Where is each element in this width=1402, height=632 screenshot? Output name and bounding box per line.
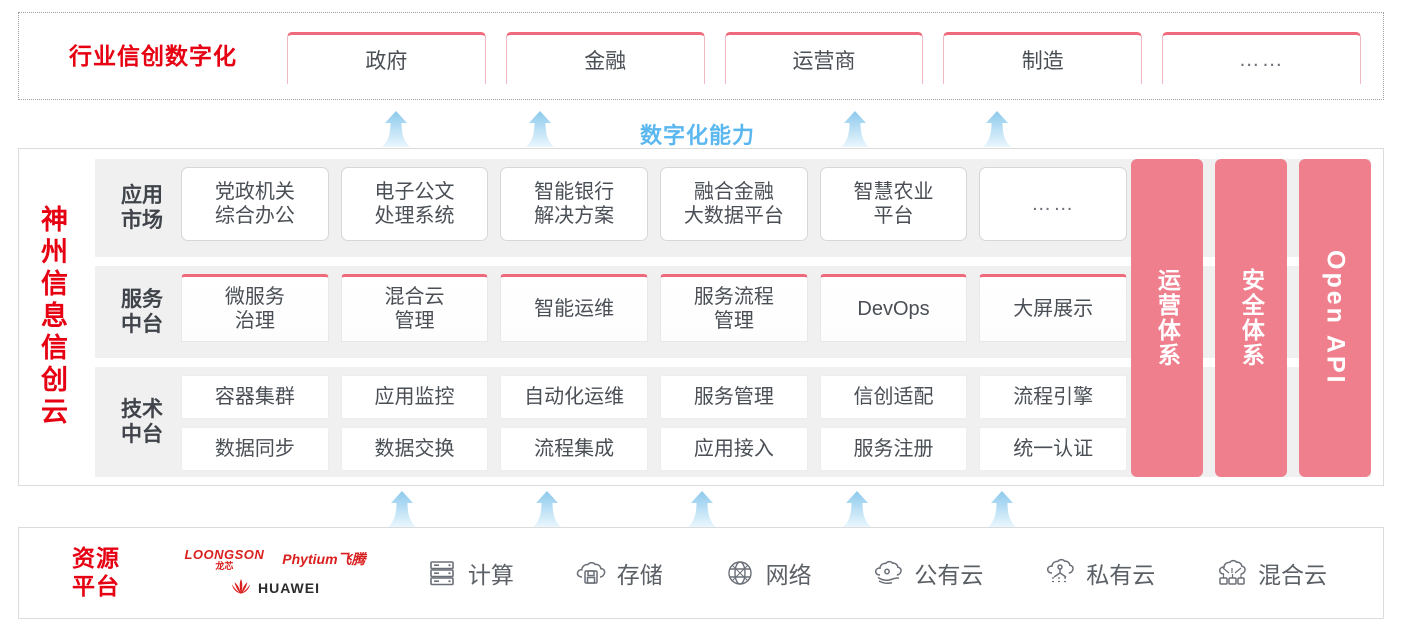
layer-label-service-platform: 服务 中台 [121, 287, 163, 336]
resource-platform-band: 资源 平台 LOONGSON 龙芯 Phytium飞腾 [18, 527, 1384, 619]
phytium-logo: Phytium飞腾 [282, 551, 366, 567]
cloud-platform-band: 神 州 信 息 信 创 云 应用 市场 党政机 [18, 148, 1384, 486]
resource-item-public-cloud[interactable]: 公有云 [871, 556, 983, 590]
cloud-title-char: 云 [41, 396, 69, 427]
cloud-title-char: 信 [41, 332, 69, 363]
capability-label: 数字化能力 [640, 123, 756, 148]
tech-cell-container-cluster[interactable]: 容器集群 [181, 375, 329, 419]
up-arrow-icon [530, 490, 564, 528]
industry-band: 行业信创数字化 政府 金融 运营商 制造 …… [18, 12, 1384, 100]
pillar-group: 运营体系 安全体系 Open API [1131, 159, 1371, 477]
resource-item-hybrid-cloud[interactable]: 混合云 [1215, 556, 1327, 590]
network-globe-icon [723, 556, 757, 590]
private-cloud-icon [1043, 556, 1077, 590]
srv-cell-service-process-management[interactable]: 服务流程 管理 [660, 274, 808, 342]
cloud-platform-title: 神 州 信 息 信 创 云 [19, 149, 91, 485]
pillar-label: 运营体系 [1154, 268, 1181, 368]
cloud-title-char: 创 [41, 364, 69, 395]
resource-item-label: 公有云 [914, 562, 984, 588]
resource-item-storage[interactable]: 存储 [574, 556, 663, 590]
pillar-label: 安全体系 [1238, 268, 1265, 368]
up-arrow-icon [523, 110, 557, 148]
tech-cell-process-integration[interactable]: 流程集成 [500, 427, 649, 471]
app-cell-smart-bank[interactable]: 智能银行 解决方案 [500, 167, 649, 241]
resource-item-label: 存储 [616, 562, 663, 588]
industry-band-title: 行业信创数字化 [69, 42, 237, 69]
cloud-title-char: 神 [41, 205, 69, 236]
tech-cell-app-access[interactable]: 应用接入 [660, 427, 808, 471]
app-cell-edoc-system[interactable]: 电子公文 处理系统 [340, 167, 489, 241]
resource-item-label: 混合云 [1258, 562, 1328, 588]
cloud-title-char: 州 [41, 237, 69, 268]
tech-cell-data-sync[interactable]: 数据同步 [181, 427, 329, 471]
tech-cell-process-engine[interactable]: 流程引擎 [979, 375, 1128, 419]
up-arrow-icon [685, 490, 719, 528]
tech-cell-service-management[interactable]: 服务管理 [660, 375, 808, 419]
up-arrow-icon [840, 490, 874, 528]
resource-item-network[interactable]: 网络 [723, 556, 812, 590]
srv-cell-microservice-governance[interactable]: 微服务 治理 [181, 274, 329, 342]
industry-card-list: 政府 金融 运营商 制造 …… [287, 13, 1383, 99]
huawei-wordmark: HUAWEI [258, 580, 320, 596]
app-cell-smart-agriculture[interactable]: 智慧农业 平台 [819, 167, 968, 241]
industry-card-government[interactable]: 政府 [287, 32, 486, 84]
vendor-logo-group: LOONGSON 龙芯 Phytium飞腾 HUAWEI [155, 548, 395, 599]
pillar-open-api[interactable]: Open API [1299, 159, 1371, 477]
technical-platform-rows: 容器集群 应用监控 自动化运维 服务管理 信创适配 流程引擎 数据同步 数据交换… [181, 375, 1363, 471]
tech-cell-app-monitoring[interactable]: 应用监控 [340, 375, 489, 419]
app-cell-finance-bigdata[interactable]: 融合金融 大数据平台 [660, 167, 808, 241]
pillar-security-system[interactable]: 安全体系 [1215, 159, 1287, 477]
cloud-platform-body: 应用 市场 党政机关 综合办公 电子公文 处理系统 智能银行 解决方案 [91, 149, 1383, 485]
up-arrow-icon [385, 490, 419, 528]
industry-card-finance[interactable]: 金融 [505, 32, 705, 84]
server-icon [425, 556, 459, 590]
srv-cell-hybrid-cloud-management[interactable]: 混合云 管理 [340, 274, 489, 342]
up-arrow-icon [838, 110, 872, 148]
resource-platform-title: 资源 平台 [72, 545, 120, 599]
tech-cell-service-registry[interactable]: 服务注册 [819, 427, 968, 471]
pillar-operations-system[interactable]: 运营体系 [1131, 159, 1203, 477]
technical-row-2: 数据同步 数据交换 流程集成 应用接入 服务注册 统一认证 [181, 427, 1128, 471]
layer-label-technical-platform: 技术 中台 [121, 397, 163, 446]
up-arrow-icon [985, 490, 1019, 528]
cloud-title-char: 信 [41, 269, 69, 300]
resource-item-private-cloud[interactable]: 私有云 [1043, 556, 1155, 590]
technical-row-1: 容器集群 应用监控 自动化运维 服务管理 信创适配 流程引擎 [181, 375, 1128, 419]
vendor-logo-row-1: LOONGSON 龙芯 Phytium飞腾 [184, 548, 365, 571]
resource-item-list: 计算 存储 [395, 556, 1383, 590]
layer-label-application-market: 应用 市场 [121, 183, 163, 232]
srv-cell-intelligent-ops[interactable]: 智能运维 [500, 274, 649, 342]
tech-cell-unified-auth[interactable]: 统一认证 [979, 427, 1128, 471]
srv-cell-devops[interactable]: DevOps [819, 274, 968, 342]
huawei-logo: HUAWEI [230, 578, 320, 599]
huawei-flower-icon [230, 578, 252, 599]
industry-card-operator[interactable]: 运营商 [724, 32, 924, 84]
app-cell-more[interactable]: …… [979, 167, 1128, 241]
tech-cell-xinchuang-adaptation[interactable]: 信创适配 [819, 375, 968, 419]
resource-item-compute[interactable]: 计算 [425, 556, 514, 590]
tech-cell-data-exchange[interactable]: 数据交换 [340, 427, 489, 471]
industry-card-more[interactable]: …… [1162, 32, 1361, 84]
srv-cell-dashboard-display[interactable]: 大屏展示 [979, 274, 1128, 342]
vendor-logo-row-2: HUAWEI [230, 578, 320, 599]
app-cell-government-office[interactable]: 党政机关 综合办公 [181, 167, 329, 241]
service-platform-cells: 微服务 治理 混合云 管理 智能运维 服务流程 管理 DevOps 大屏展示 [181, 274, 1363, 350]
hybrid-cloud-icon [1215, 556, 1249, 590]
cloud-title-char: 息 [41, 301, 69, 332]
cloud-storage-icon [574, 556, 608, 590]
resource-item-label: 私有云 [1086, 562, 1156, 588]
loongson-logo: LOONGSON 龙芯 [184, 546, 265, 571]
pillar-label: Open API [1321, 250, 1350, 386]
up-arrow-icon [379, 110, 413, 148]
resource-item-label: 网络 [765, 562, 812, 588]
tech-cell-automated-ops[interactable]: 自动化运维 [500, 375, 649, 419]
public-cloud-icon [871, 556, 905, 590]
up-arrow-icon [980, 110, 1014, 148]
application-market-cells: 党政机关 综合办公 电子公文 处理系统 智能银行 解决方案 融合金融 大数据平台… [181, 167, 1363, 249]
industry-card-manufacturing[interactable]: 制造 [943, 32, 1143, 84]
resource-item-label: 计算 [467, 562, 514, 588]
